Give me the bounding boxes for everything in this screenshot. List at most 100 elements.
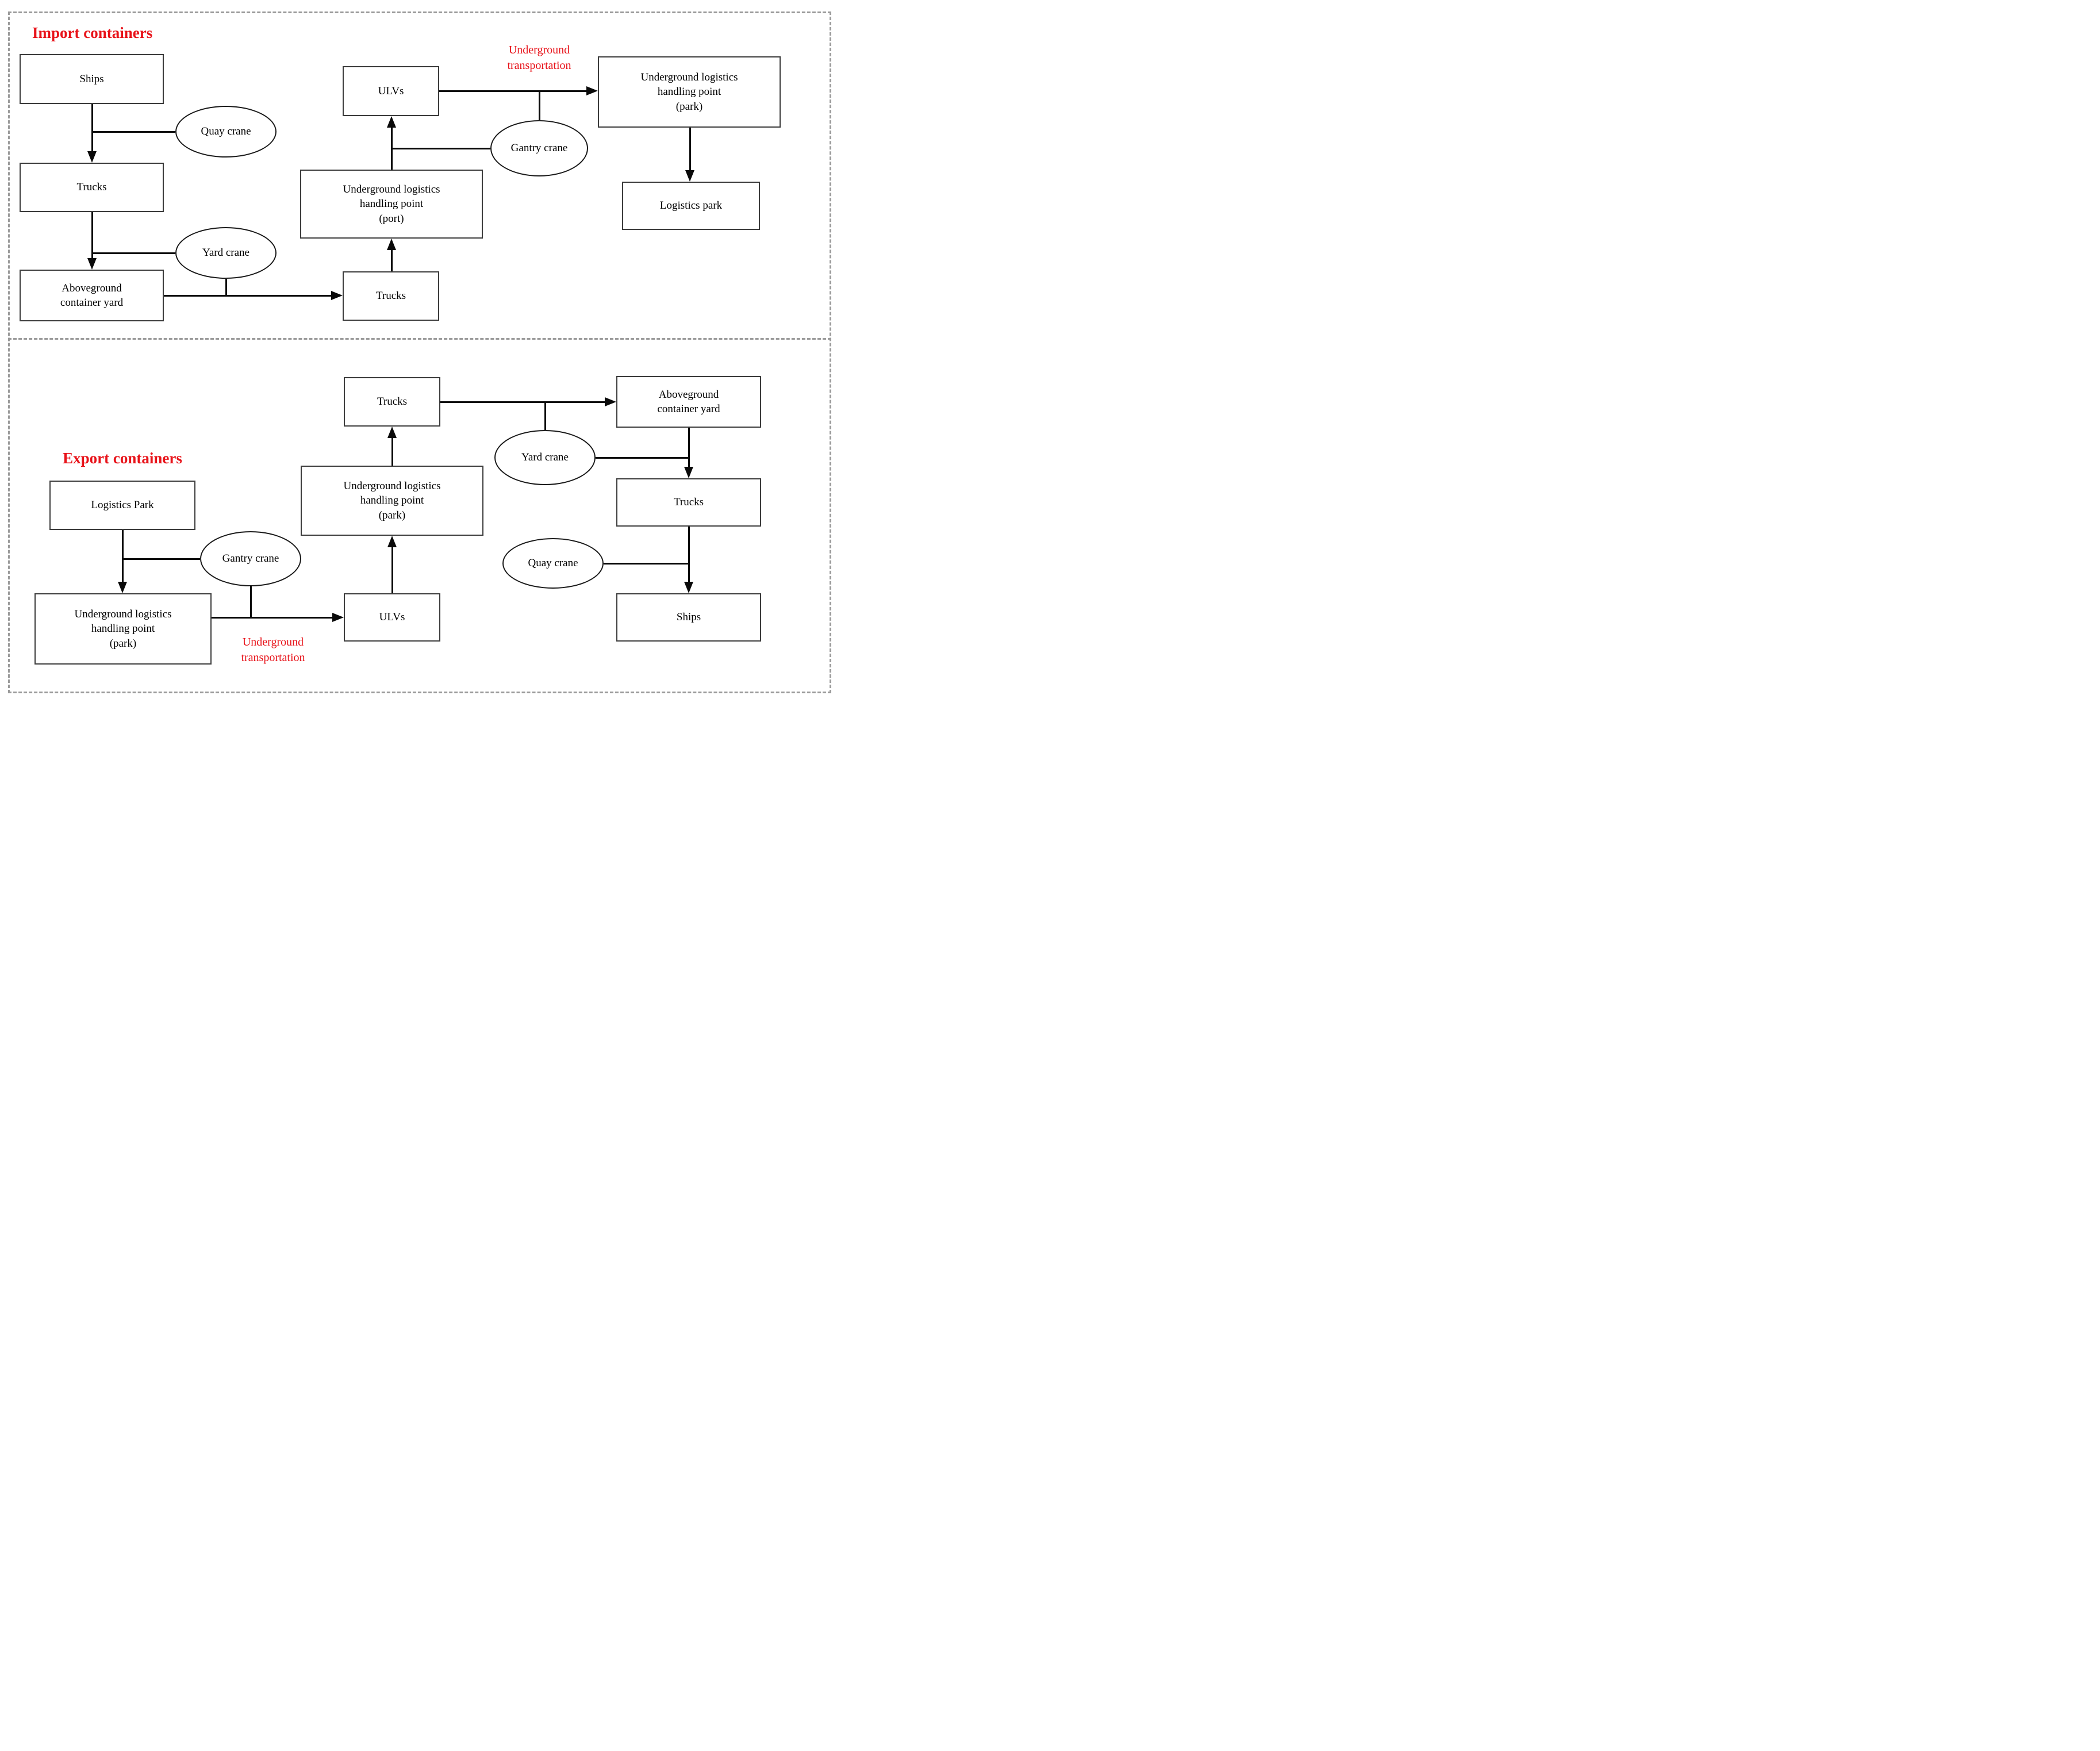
arrow-yard-to-trucks-shaft <box>688 428 690 468</box>
ellipse-import-quay-crane: Quay crane <box>175 106 277 158</box>
node-import-trucks-quayside: Trucks <box>20 163 164 212</box>
node-label: Ships <box>676 611 701 624</box>
ellipse-import-gantry-crane: Gantry crane <box>490 120 588 176</box>
node-label: Logistics park <box>659 199 723 212</box>
node-export-ulhp-park-left: Underground logistics handling point (pa… <box>34 593 212 665</box>
flow-label-line2: transportation <box>507 59 571 72</box>
flow-label-line2: transportation <box>241 651 305 664</box>
connector-yard-crane <box>596 456 689 459</box>
node-label-line2: handling point <box>360 494 424 507</box>
connector-yard-crane <box>93 252 175 254</box>
arrow-trucks-to-yard-head <box>87 258 97 270</box>
node-import-trucks-yardside: Trucks <box>343 271 439 321</box>
arrow-ulhp-park-to-logistics-park-head <box>685 170 694 182</box>
node-label: ULVs <box>379 611 405 624</box>
node-label-line1: Underground logistics <box>343 183 440 196</box>
arrow-ulhp-middle-to-trucks-head <box>387 427 397 438</box>
panel-divider-dashed-line <box>8 338 831 340</box>
ellipse-export-quay-crane: Quay crane <box>502 538 604 589</box>
node-export-logistics-park: Logistics Park <box>49 481 195 530</box>
crane-label: Gantry crane <box>510 142 568 154</box>
arrow-ships-to-trucks-shaft <box>91 104 93 152</box>
node-label: Trucks <box>673 496 704 509</box>
node-label-line2: handling point <box>359 198 424 210</box>
node-label-line3: (park) <box>109 637 137 650</box>
connector-quay-crane <box>604 562 689 565</box>
connector-quay-crane <box>93 130 175 133</box>
node-import-logistics-park: Logistics park <box>622 182 760 230</box>
ellipse-import-yard-crane: Yard crane <box>175 227 277 279</box>
node-import-ships: Ships <box>20 54 164 104</box>
connector-yard-crane-drop <box>225 279 227 296</box>
node-export-ulhp-park-middle: Underground logistics handling point (pa… <box>301 466 483 536</box>
arrow-ulhp-to-ulvs-head <box>332 613 344 622</box>
node-import-ulhp-park: Underground logistics handling point (pa… <box>598 56 781 128</box>
arrow-ulvs-to-ulhp-park-head <box>586 86 598 95</box>
outer-dashed-border <box>8 11 831 693</box>
export-panel-title: Export containers <box>56 450 189 467</box>
ellipse-export-yard-crane: Yard crane <box>494 430 596 485</box>
arrow-ulvs-to-ulhp-park-shaft <box>439 90 588 92</box>
node-label-line2: handling point <box>91 623 155 635</box>
arrow-logistics-park-to-ulhp-head <box>118 582 127 593</box>
node-export-trucks-middle: Trucks <box>344 377 440 427</box>
node-label-line2: handling point <box>657 86 721 98</box>
arrow-trucks-to-ships-shaft <box>688 527 690 583</box>
node-label-line1: Underground logistics <box>640 71 738 84</box>
node-label-line3: (park) <box>675 100 703 113</box>
node-label: Logistics Park <box>91 499 154 512</box>
arrow-yard-to-trucks-head <box>331 291 343 300</box>
arrow-yard-to-trucks-head <box>684 467 693 478</box>
node-export-trucks-right: Trucks <box>616 478 761 527</box>
import-title-text: Import containers <box>32 24 153 41</box>
node-import-ulvs: ULVs <box>343 66 439 116</box>
arrow-yard-to-trucks-shaft <box>164 294 332 297</box>
arrow-ships-to-trucks-head <box>87 151 97 163</box>
node-export-ulvs: ULVs <box>344 593 440 642</box>
import-underground-transportation-label: Underground transportation <box>487 43 591 74</box>
connector-gantry-crane-riser <box>538 91 540 120</box>
node-label: Trucks <box>76 181 107 194</box>
arrow-trucks-to-yard-shaft <box>440 401 606 403</box>
export-title-text: Export containers <box>63 450 182 467</box>
arrow-trucks-to-ships-head <box>684 582 693 593</box>
node-label: Trucks <box>377 395 408 408</box>
connector-gantry-crane <box>123 558 200 560</box>
ellipse-export-gantry-crane: Gantry crane <box>200 531 301 586</box>
arrow-ulhp-park-to-logistics-park-shaft <box>689 128 691 171</box>
arrow-trucks-to-ulhp-port-shaft <box>390 249 393 271</box>
arrow-trucks-to-ulhp-port-head <box>387 239 396 250</box>
arrow-ulhp-to-ulvs-shaft <box>212 616 333 619</box>
node-label: Trucks <box>375 290 406 302</box>
arrow-logistics-park-to-ulhp-shaft <box>121 530 124 583</box>
crane-label: Quay crane <box>201 125 251 137</box>
node-label-line3: (park) <box>378 509 406 521</box>
crane-label: Quay crane <box>528 557 578 569</box>
node-label-line2: container yard <box>60 297 124 309</box>
node-label-line3: (port) <box>379 212 404 225</box>
arrow-ulhp-port-to-ulvs-head <box>387 116 396 128</box>
arrow-ulvs-to-ulhp-middle-shaft <box>391 546 393 593</box>
import-panel-title: Import containers <box>32 24 152 42</box>
arrow-trucks-to-yard-head <box>605 397 616 406</box>
node-label: ULVs <box>378 85 404 97</box>
node-export-aboveground-container-yard: Aboveground container yard <box>616 376 761 428</box>
crane-label: Yard crane <box>521 451 569 463</box>
crane-label: Gantry crane <box>222 552 279 565</box>
node-label: Ships <box>79 72 104 85</box>
node-export-ships: Ships <box>616 593 761 642</box>
node-label-line2: container yard <box>657 403 720 415</box>
arrow-trucks-to-yard-shaft <box>91 212 93 259</box>
arrow-ulhp-middle-to-trucks-shaft <box>391 437 393 466</box>
node-label-line1: Underground logistics <box>74 608 172 621</box>
export-underground-transportation-label: Underground transportation <box>221 635 325 666</box>
connector-gantry-crane-drop <box>249 586 252 617</box>
node-label-line1: Underground logistics <box>343 480 441 493</box>
node-import-ulhp-port: Underground logistics handling point (po… <box>300 170 483 239</box>
node-import-aboveground-container-yard: Aboveground container yard <box>20 270 164 321</box>
flow-diagram-canvas: Import containers Ships Trucks Abovegrou… <box>0 0 840 700</box>
crane-label: Yard crane <box>202 247 249 259</box>
flow-label-line1: Underground <box>508 44 570 56</box>
arrow-ulvs-to-ulhp-middle-head <box>387 536 397 547</box>
connector-gantry-crane <box>391 147 490 149</box>
